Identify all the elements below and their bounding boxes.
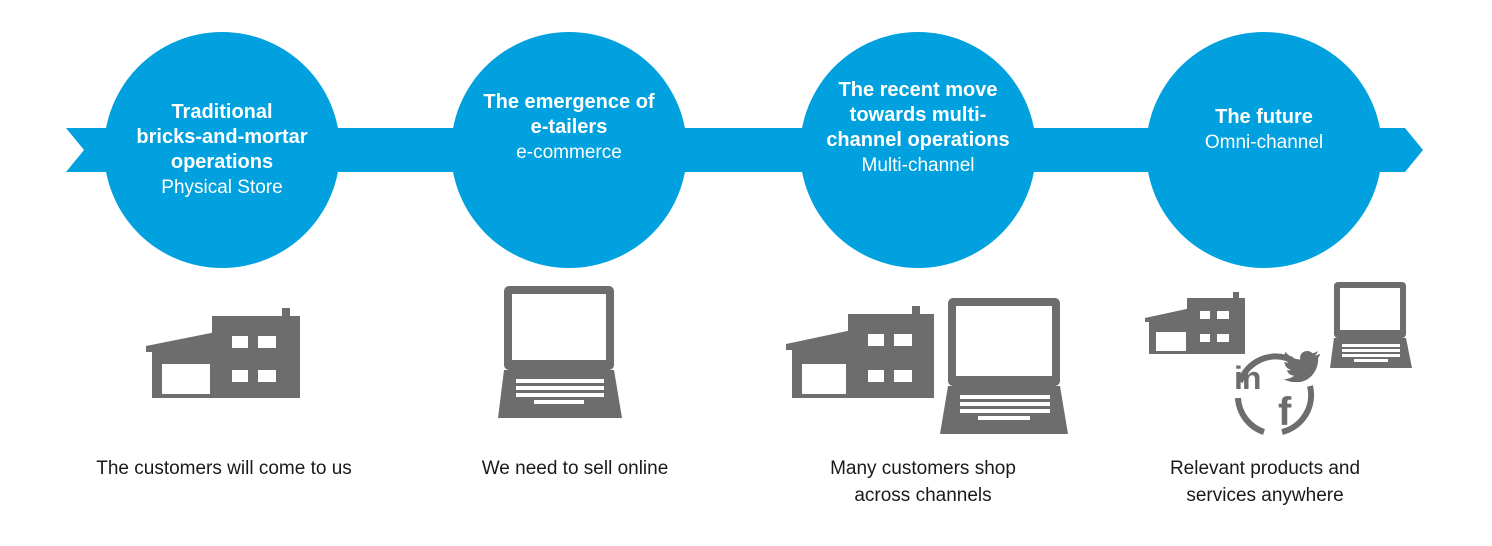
laptop-icon: [940, 298, 1072, 439]
stage-circle-multi-channel: The recent move towards multi- channel o…: [800, 32, 1036, 268]
store-icon: [786, 306, 936, 403]
stage-title: The recent move towards multi- channel o…: [826, 79, 1010, 151]
stage-subtitle: Multi-channel: [861, 155, 975, 176]
stage-caption: Relevant products and services anywhere: [1169, 458, 1361, 506]
stage-title: The future: [1215, 106, 1313, 128]
stage-subtitle: Physical Store: [161, 177, 283, 198]
facebook-icon: f: [1278, 390, 1291, 435]
stage-circle-omni-channel: The future Omni-channel: [1146, 32, 1382, 268]
facebook-glyph: f: [1278, 390, 1292, 434]
stage-caption: We need to sell online: [481, 458, 669, 479]
twitter-icon: [1283, 350, 1324, 387]
stage-caption: Many customers shop across channels: [830, 458, 1016, 506]
stage-subtitle: Omni-channel: [1204, 132, 1324, 153]
stage-circle-physical-store: Traditional bricks-and-mortar operations…: [104, 32, 340, 268]
stage-title: Traditional bricks-and-mortar operations: [136, 101, 308, 173]
laptop-icon: [498, 286, 626, 423]
stage-circle-ecommerce: The emergence of e-tailers e-commerce: [451, 32, 687, 268]
linkedin-icon: in: [1234, 360, 1261, 397]
stage-subtitle: e-commerce: [516, 142, 622, 163]
store-icon: [1145, 292, 1247, 359]
stage-title: The emergence of e-tailers: [483, 91, 655, 138]
store-icon: [146, 308, 308, 403]
linkedin-glyph: in: [1234, 360, 1261, 396]
stage-caption: The customers will come to us: [96, 458, 352, 479]
laptop-icon: [1330, 282, 1414, 373]
